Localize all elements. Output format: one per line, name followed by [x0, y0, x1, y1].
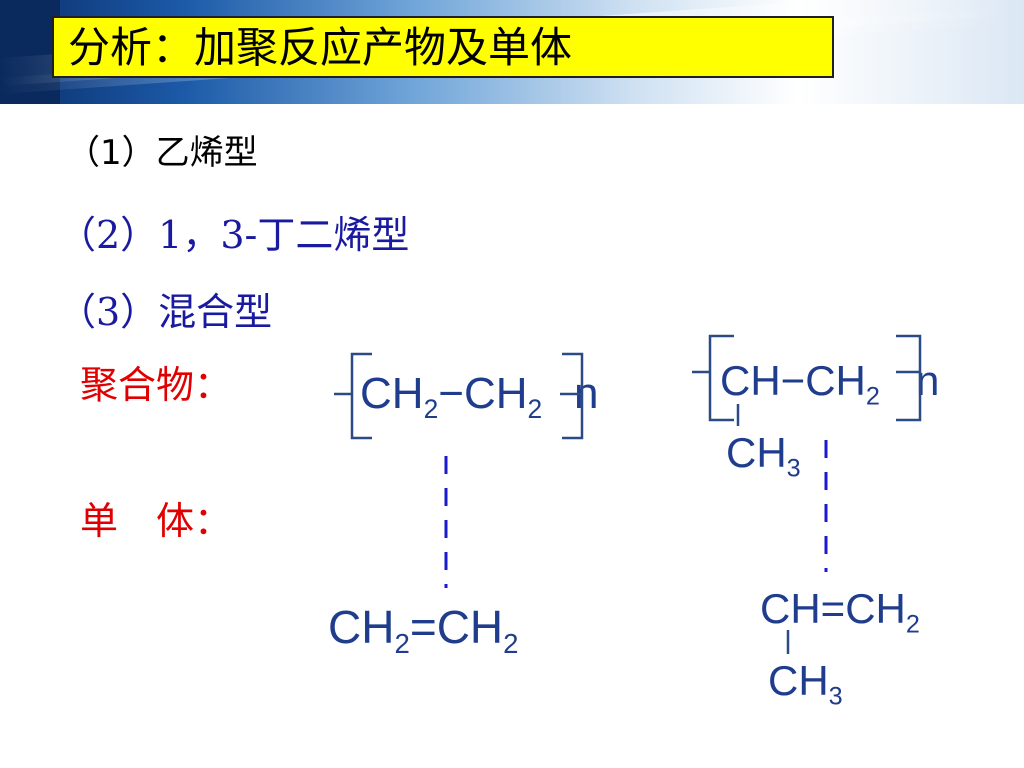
formula-subscript: 2 [394, 628, 410, 660]
formula-part: CH [360, 369, 424, 418]
polymer-label: 聚合物： [80, 363, 233, 407]
degree-of-polymerization: n [574, 369, 599, 418]
formula-part: CH−CH [720, 357, 866, 404]
monomer-label: 单 体： [80, 499, 233, 543]
formula-subscript: 3 [828, 682, 843, 711]
polyethylene-formula: CH2−CH2 [360, 372, 542, 422]
list-item-mixed-type: （3）混合型 [58, 290, 273, 334]
propylene-formula: CH=CH2 [760, 588, 920, 638]
methyl-branch: CH3 [726, 432, 801, 482]
formula-subscript: 2 [905, 610, 920, 639]
degree-of-polymerization: n [916, 357, 940, 404]
formula-part: CH [436, 601, 504, 653]
formula-subscript: 2 [865, 382, 880, 411]
methyl-branch: CH3 [768, 660, 843, 710]
list-item-ethylene-type: （1）乙烯型 [66, 133, 258, 173]
formula-part: CH [768, 657, 829, 704]
formula-subscript: 2 [503, 628, 519, 660]
formula-subscript: 2 [423, 393, 439, 424]
header-banner: 分析：加聚反应产物及单体 [0, 0, 1024, 104]
formula-part: CH [463, 369, 528, 418]
formula-part: CH [328, 601, 395, 653]
ethylene-formula: CH2=CH2 [328, 604, 519, 658]
formula-part: CH [726, 429, 787, 476]
polypropylene-formula: CH−CH2 [720, 360, 880, 410]
formula-bond: − [438, 369, 464, 418]
formula-subscript: 3 [786, 454, 801, 483]
page-title: 分析：加聚反应产物及单体 [68, 23, 573, 72]
list-item-butadiene-type: （2）1，3-丁二烯型 [58, 213, 410, 257]
formula-bond: = [409, 601, 437, 653]
formula-part: CH=CH [760, 585, 906, 632]
title-highlight-box: 分析：加聚反应产物及单体 [52, 16, 834, 78]
formula-subscript: 2 [527, 393, 543, 424]
